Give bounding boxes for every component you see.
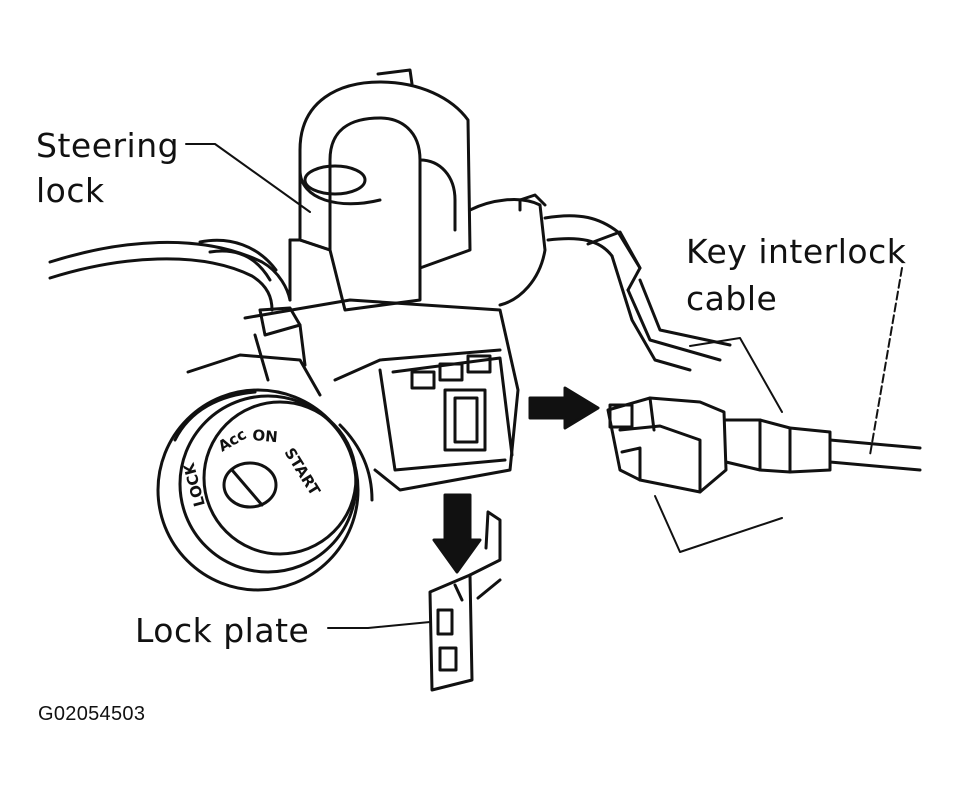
connector-bracket-top: [689, 337, 783, 413]
down-arrow: [432, 493, 482, 574]
steering-lock-label-line1: Steering: [36, 126, 180, 165]
key-cylinder: [156, 388, 374, 592]
leader-lines: [185, 143, 903, 629]
connector-bracket-bottom: [654, 495, 783, 553]
left-wire-harness: [48, 238, 292, 312]
key-interlock-label-line1: Key interlock: [686, 232, 907, 271]
dial-start-label: START: [281, 445, 325, 500]
key-interlock-leader: [869, 267, 903, 456]
lock-plate-part: [428, 510, 502, 692]
steering-lock-label-line2: lock: [36, 171, 105, 210]
right-arrow: [528, 386, 600, 430]
lock-plate-label: Lock plate: [135, 611, 310, 650]
interlock-connector: [606, 396, 922, 494]
steering-lock-clamp: [288, 68, 547, 312]
dial-on-label: ON: [252, 426, 279, 446]
ignition-switch-body: [186, 298, 520, 492]
figure-id: G02054503: [38, 703, 146, 725]
key-interlock-label-line2: cable: [686, 279, 778, 318]
dial-markings: LOCK Acc ON START: [180, 425, 325, 508]
right-wire-harness: [543, 214, 732, 372]
steering-lock-leader: [185, 143, 311, 213]
lock-plate-leader: [327, 621, 431, 629]
